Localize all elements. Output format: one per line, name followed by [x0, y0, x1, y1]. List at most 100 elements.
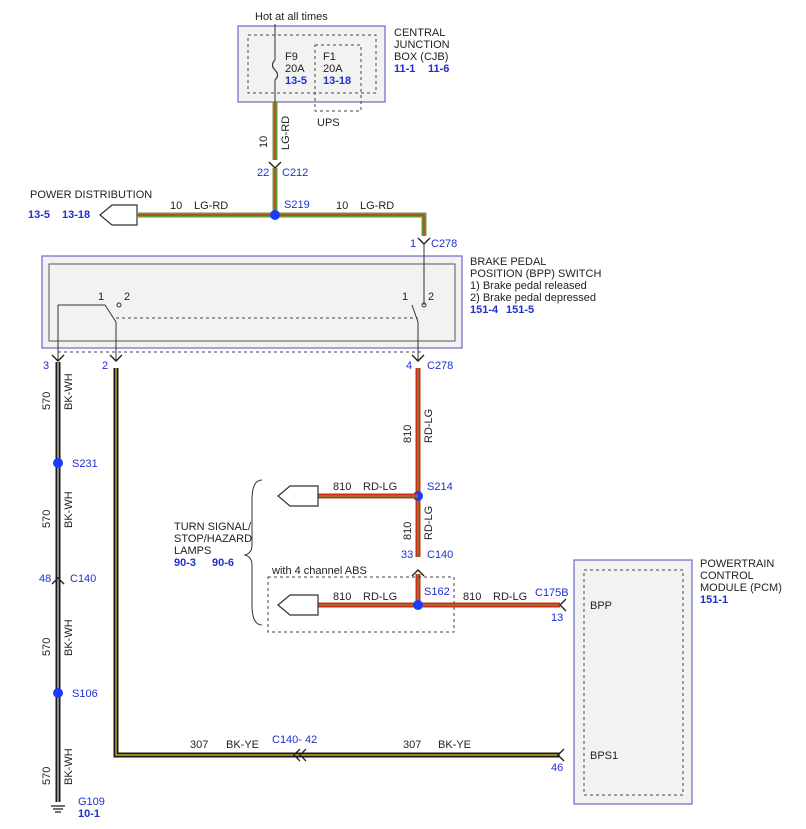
s231-label[interactable]: S231: [72, 458, 98, 470]
wire-lg-rd-horizontal: [137, 212, 427, 236]
left-switch-blade: [104, 304, 117, 323]
cjb-fuse-dashed-area: [247, 34, 377, 94]
ups-dashed-area: [314, 44, 362, 112]
pcm-pin46: 46: [551, 762, 563, 774]
bk-ye-label-left: BK-YE: [226, 739, 259, 751]
power-dist-connector-icon: [99, 204, 138, 226]
cjb-title-3: BOX (CJB): [394, 51, 448, 63]
bpp-ref-2[interactable]: 151-5: [506, 304, 534, 316]
pin-bps1: BPS1: [590, 750, 618, 762]
c175b-label[interactable]: C175B: [535, 587, 569, 599]
pcm-pin46-icon: [557, 748, 565, 762]
turn-title-1: TURN SIGNAL/: [174, 521, 252, 533]
bpp-title-2: POSITION (BPP) SWITCH: [470, 268, 601, 280]
pcm-box: [573, 559, 693, 805]
ground-icon: [51, 805, 65, 813]
c278-pin3: 3: [43, 360, 49, 372]
s219-label[interactable]: S219: [284, 199, 310, 211]
splice-s162[interactable]: [413, 600, 423, 610]
bk-ye-label-right: BK-YE: [438, 739, 471, 751]
w570-label-3: 570: [41, 638, 53, 656]
cjb-ref-1[interactable]: 11-1: [394, 63, 415, 75]
bpp-note-1: 1) Brake pedal released: [470, 280, 587, 292]
g109-label[interactable]: G109: [78, 796, 105, 808]
w810-label-h2: 810: [333, 591, 351, 603]
c140-pin48: 48: [39, 573, 51, 585]
splice-s231[interactable]: [53, 458, 63, 468]
s214-label[interactable]: S214: [427, 481, 453, 493]
w307-label-left: 307: [190, 739, 208, 751]
turn-title-3: LAMPS: [174, 545, 211, 557]
c212-pin: 22: [257, 167, 269, 179]
c212-label[interactable]: C212: [282, 167, 308, 179]
wire-bk-ye: [113, 368, 560, 758]
left-switch-contact-2: [116, 302, 122, 308]
w570-label-2: 570: [41, 510, 53, 528]
turn-signal-brace: [243, 479, 263, 626]
c175b-pin13: 13: [551, 612, 563, 624]
cjb-title-2: JUNCTION: [394, 39, 450, 51]
pin-bpp: BPP: [590, 600, 612, 612]
bpp-ref-1[interactable]: 151-4: [470, 304, 499, 316]
rd-lg-label-h3: RD-LG: [493, 591, 527, 603]
c140-42-label[interactable]: C140- 42: [272, 734, 317, 746]
c140-pin33-icon: [411, 569, 425, 577]
right-sw-pos-2: 2: [428, 291, 434, 303]
c278-top-pin: 1: [410, 238, 416, 250]
c140-right-label[interactable]: C140: [427, 549, 453, 561]
turn-ref-1[interactable]: 90-3: [174, 557, 196, 569]
bpp-switch-inner: [48, 263, 456, 342]
f9-name: F9: [285, 51, 298, 63]
power-dist-ref-1[interactable]: 13-5: [28, 209, 50, 221]
s106-label[interactable]: S106: [72, 688, 98, 700]
bk-wh-label-1: BK-WH: [63, 373, 75, 410]
rd-lg-label-h2: RD-LG: [363, 591, 397, 603]
splice-s219[interactable]: [270, 210, 280, 220]
s162-label[interactable]: S162: [424, 586, 450, 598]
f9-ref[interactable]: 13-5: [285, 75, 307, 87]
turn-lamp-connector-icon-2: [277, 594, 319, 616]
c278-pin4: 4: [406, 360, 412, 372]
bk-wh-label-3: BK-WH: [63, 619, 75, 656]
bpp-title-1: BRAKE PEDAL: [470, 256, 546, 268]
right-switch-contact-2: [421, 302, 427, 308]
c278-pin3-icon: [51, 354, 65, 362]
cjb-ref-2[interactable]: 11-6: [428, 63, 449, 75]
w810-label-h3: 810: [463, 591, 481, 603]
cjb-title-1: CENTRAL: [394, 27, 445, 39]
wire-lg-rd-label-v: LG-RD: [280, 116, 292, 150]
abs-dashed-area: [267, 576, 455, 633]
c140-left-label[interactable]: C140: [70, 573, 96, 585]
power-dist-title: POWER DISTRIBUTION: [30, 189, 152, 201]
c278-top-connector-icon: [417, 237, 431, 245]
splice-s106[interactable]: [53, 688, 63, 698]
right-switch-blade: [411, 304, 419, 323]
rd-lg-label-h1: RD-LG: [363, 481, 397, 493]
bpp-note-2: 2) Brake pedal depressed: [470, 292, 596, 304]
wire-10-label-v: 10: [258, 136, 270, 148]
c140-42-connector-icon: [293, 748, 307, 762]
ups-label: UPS: [317, 117, 340, 129]
w810-label-h1: 810: [333, 481, 351, 493]
wire-10-label-left: 10: [170, 200, 182, 212]
pcm-inner-dashed: [583, 569, 684, 796]
f1-ref[interactable]: 13-18: [323, 75, 351, 87]
pcm-title-1: POWERTRAIN: [700, 558, 774, 570]
power-dist-ref-2[interactable]: 13-18: [62, 209, 90, 221]
pcm-title-3: MODULE (PCM): [700, 582, 782, 594]
left-sw-pos-2: 2: [124, 291, 130, 303]
abs-note: with 4 channel ABS: [271, 565, 367, 577]
c278-top-label[interactable]: C278: [431, 238, 457, 250]
fuse-f9-icon: [271, 59, 279, 81]
cjb-box: [237, 25, 386, 103]
c175b-pin13-icon: [559, 598, 567, 612]
f1-name: F1: [323, 51, 336, 63]
c278-bottom-label[interactable]: C278: [427, 360, 453, 372]
turn-ref-2[interactable]: 90-6: [212, 557, 234, 569]
rd-lg-label-v1: RD-LG: [423, 409, 435, 443]
c278-pin2: 2: [102, 360, 108, 372]
w307-label-right: 307: [403, 739, 421, 751]
pcm-ref[interactable]: 151-1: [700, 594, 728, 606]
g109-ref[interactable]: 10-1: [78, 808, 100, 820]
c140-pin48-icon: [51, 577, 65, 585]
